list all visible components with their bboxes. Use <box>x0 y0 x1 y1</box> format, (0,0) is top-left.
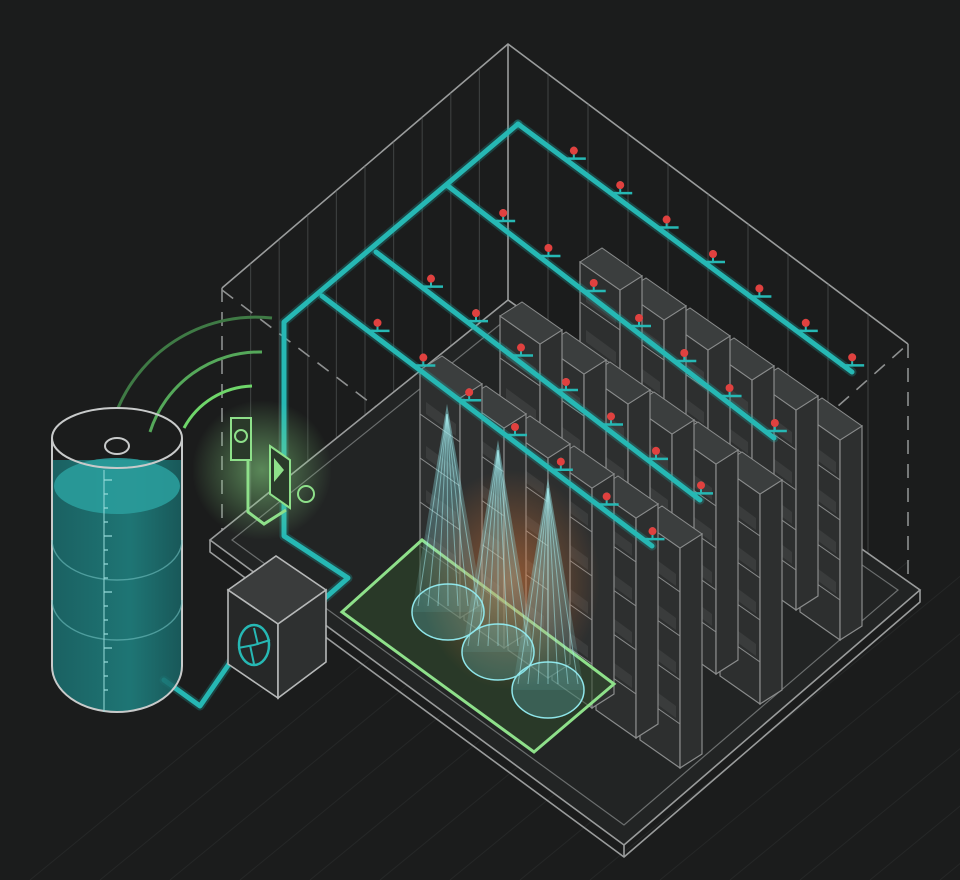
sprinkler-head-icon <box>465 388 474 397</box>
sprinkler-head-icon <box>602 492 611 501</box>
sprinkler-head-icon <box>680 349 689 357</box>
spray-stream <box>517 487 549 685</box>
sprinkler-head-icon <box>544 244 553 252</box>
sprinkler-head-icon <box>499 209 508 217</box>
sprinkler-head-icon <box>569 146 578 155</box>
main-pipe <box>161 645 243 709</box>
pressure-gauge-icon <box>297 485 315 503</box>
spray-stream <box>437 413 448 607</box>
spray-stream <box>417 413 448 607</box>
sprinkler-head-icon <box>770 419 779 427</box>
sprinkler-head-icon <box>755 284 764 293</box>
spray-stream <box>547 487 579 685</box>
sprinkler-head-icon <box>616 181 625 190</box>
rack-side <box>795 394 819 612</box>
sprinkler-head-icon <box>607 412 615 421</box>
spray-stream <box>527 487 549 685</box>
sprinkler-head-icon <box>511 423 519 431</box>
sprinkler-head-icon <box>848 353 857 362</box>
spray-stream <box>427 413 448 607</box>
spray-stream <box>487 449 499 647</box>
grid-line <box>659 633 960 880</box>
rack-box <box>506 388 536 422</box>
spray-stream <box>497 449 509 647</box>
sprinkler-head-icon <box>373 318 382 327</box>
rack-box <box>586 330 616 364</box>
wireless-signal-icon <box>182 384 253 429</box>
sprinkler-head-icon <box>725 384 734 392</box>
floor-inset <box>231 317 899 826</box>
control-unit <box>116 315 332 540</box>
spray-stream <box>537 487 549 685</box>
grid-line <box>799 748 960 880</box>
detector-icon <box>234 429 248 443</box>
tank-water-body <box>52 460 182 712</box>
control-glow <box>192 400 332 540</box>
spray-stream <box>446 413 469 607</box>
sprinkler-head-icon <box>635 314 643 322</box>
rack-side <box>839 424 863 642</box>
grid-line <box>589 575 960 880</box>
sprinkler-head-icon <box>427 274 435 283</box>
sprinkler-head-icon <box>801 318 810 327</box>
sprinkler-head-icon <box>648 527 657 536</box>
fan-blades <box>237 627 271 665</box>
grid-line <box>729 690 960 880</box>
sprinkler-head-icon <box>697 481 705 490</box>
wireless-signal-icon <box>116 315 273 409</box>
grid-line <box>939 862 960 880</box>
rack-shelf <box>419 413 461 443</box>
pump-fan-icon <box>237 623 271 667</box>
tank-lid <box>51 407 183 469</box>
spray-stream <box>446 413 459 607</box>
sprinkler-head-icon <box>517 343 525 352</box>
sprinkler-head-icon <box>472 309 480 318</box>
spray-stream <box>497 449 519 647</box>
sprinkler-head-icon <box>662 215 671 224</box>
pump-side <box>277 588 327 700</box>
detector-panel <box>230 417 252 461</box>
spray-stream <box>547 487 569 685</box>
rack-shelf <box>499 357 541 387</box>
water-tank-icon <box>51 407 183 713</box>
active-sprays <box>411 404 585 719</box>
tank-shell <box>51 438 183 713</box>
tank-hatch <box>104 437 130 455</box>
pump-unit <box>226 555 328 700</box>
sprinkler-head-icon <box>589 279 598 287</box>
sprinkler-head-icon <box>419 353 428 362</box>
tank-ring <box>51 539 183 581</box>
spray-stream <box>446 413 449 607</box>
sprinkler-head-icon <box>556 457 565 466</box>
spray-stream <box>477 449 499 647</box>
sprinkler-head-icon <box>709 250 717 258</box>
grid-line <box>869 805 960 880</box>
rack-shelf <box>579 301 621 331</box>
sprinkler-head-icon <box>652 446 660 455</box>
water-spray <box>412 404 484 612</box>
sprinkler-head-icon <box>562 378 570 386</box>
sprinkler-heads <box>365 146 865 541</box>
spray-stream <box>467 449 499 647</box>
spray-stream <box>497 449 529 647</box>
spray-stream <box>547 487 559 685</box>
tank-water-surface <box>54 458 180 514</box>
spray-stream <box>446 413 479 607</box>
tank-ring <box>51 599 183 641</box>
rack-side <box>679 532 703 770</box>
rack-top <box>499 301 563 345</box>
rack-side <box>759 478 783 706</box>
control-pipe <box>246 460 287 526</box>
valve-arrow <box>274 458 284 482</box>
tank-level-ticks <box>104 479 112 691</box>
rack-top <box>579 247 643 291</box>
rack-side <box>715 448 739 676</box>
